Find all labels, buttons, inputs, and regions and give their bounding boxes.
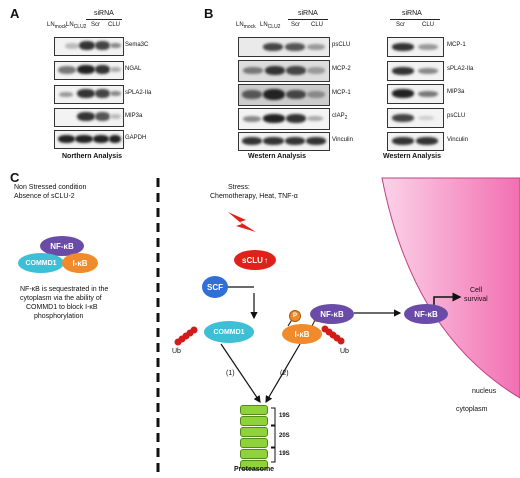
panel-b-lane-3: Scr: [291, 22, 300, 28]
blot-b2-mip3a: [387, 84, 444, 104]
label-a-gapdh: GAPDH: [125, 135, 147, 141]
label-b-ciap2: cIAP2: [332, 113, 348, 122]
label-a-ngal: NGAL: [125, 66, 142, 72]
panel-a-lane-3: Scr: [91, 22, 100, 28]
label-b2-vinculin: Vinculin: [447, 137, 468, 143]
blot-a-gapdh: [54, 130, 124, 149]
blot-a-spla2: [54, 85, 124, 104]
panel-b-lane-1: LNmock: [236, 22, 256, 31]
panel-b-caption: Western Analysis: [248, 153, 306, 160]
panel-a-lane-4: CLU: [108, 22, 121, 28]
label-b2-psclu: psCLU: [447, 113, 466, 119]
up-arrow-icon: ↑: [263, 255, 268, 265]
blot-b-ciap2: [238, 108, 330, 130]
blot-a-mip3a: [54, 108, 124, 127]
panel-a-sirna-label: siRNA: [94, 10, 114, 17]
blot-b-vinculin: [238, 132, 330, 151]
blot-b-mcp1: [238, 84, 330, 106]
cytoplasm-label: cytoplasm: [456, 406, 488, 413]
panel-b-sirna-label: siRNA: [298, 10, 318, 17]
blot-b2-vinculin: [387, 132, 444, 151]
path-label-2: (2): [280, 370, 289, 377]
nucleus-shape: [381, 177, 520, 399]
panel-b2-caption: Western Analysis: [383, 153, 441, 160]
label-b-mcp2: MCP-2: [332, 66, 351, 72]
proteasome-stack: [240, 405, 268, 470]
lightning-icon: [228, 212, 256, 232]
left-text-line-3: COMMD1 to block I-κB: [26, 304, 98, 311]
left-nfkb: NF-κB: [40, 236, 84, 256]
left-text-line-1: NF-κB is sequestrated in the: [20, 286, 109, 293]
cell-survival-1: Cell: [470, 287, 483, 294]
blot-a-sema3c: [54, 37, 124, 56]
blot-b2-mcp1: [387, 37, 444, 57]
panel-b2-lane-1: Scr: [396, 22, 405, 28]
label-b2-mcp1: MCP-1: [447, 42, 466, 48]
path-label-1: (1): [226, 370, 235, 377]
ub-right: Ub: [340, 348, 349, 355]
left-title-2: Absence of sCLU-2: [14, 193, 75, 200]
ikb-node: I-κB: [282, 324, 322, 344]
nucleus-label: nucleus: [472, 388, 497, 395]
blot-a-ngal: [54, 61, 124, 80]
panel-b-lane-2: LNCLU2: [260, 22, 281, 31]
scf-node: SCF: [202, 276, 228, 298]
nfkb-nucleus: NF-κB: [404, 304, 448, 324]
commd1-node: COMMD1: [204, 321, 254, 343]
panel-b-letter: B: [204, 6, 214, 21]
label-b-mcp1: MCP-1: [332, 90, 351, 96]
proteasome-20s: 20S: [279, 433, 290, 439]
nfkb-cytoplasm: NF-κB: [310, 304, 354, 324]
panel-b2-sirna-label: siRNA: [402, 10, 422, 17]
label-b-vinculin: Vinculin: [332, 137, 353, 143]
panel-b2-sirna-line: [390, 19, 440, 20]
left-ikb: I-κB: [62, 253, 98, 273]
left-title-1: Non Stressed condition: [14, 184, 87, 191]
panel-b-lane-4: CLU: [311, 22, 324, 28]
label-b-psclu: psCLU: [332, 42, 351, 48]
left-text-line-4: phosphorylation: [34, 313, 84, 320]
label-b2-spla2: sPLA2-IIa: [447, 66, 474, 72]
phospho-1: P: [289, 310, 301, 322]
panel-a-lane-1: LNmock: [47, 22, 67, 31]
panel-c-letter: C: [10, 170, 20, 185]
proteasome-19s-top: 19S: [279, 413, 290, 419]
label-a-sema3c: Sema3C: [125, 42, 149, 48]
blot-b-psclu: [238, 37, 330, 57]
left-commd1: COMMD1: [18, 253, 64, 273]
proteasome-label: Proteasome: [234, 466, 275, 473]
label-a-mip3a: MIP3a: [125, 113, 143, 119]
panel-b2-lane-2: CLU: [422, 22, 435, 28]
panel-a-letter: A: [10, 6, 20, 21]
cell-survival-2: survival: [464, 296, 488, 303]
blot-b-mcp2: [238, 60, 330, 82]
ub-left: Ub: [172, 348, 181, 355]
label-b2-mip3a: MIP3a: [447, 89, 465, 95]
blot-b2-psclu: [387, 108, 444, 128]
stress-list: Chemotherapy, Heat, TNF-α: [210, 193, 298, 200]
blot-b2-spla2: [387, 61, 444, 81]
stress-title: Stress:: [228, 184, 250, 191]
panel-a-sirna-line: [86, 19, 122, 20]
panel-a-lane-2: LNCLU2: [66, 22, 87, 31]
sclu-node: sCLU↑: [234, 250, 276, 270]
left-text-line-2: cytoplasm via the ability of: [20, 295, 102, 302]
panel-b-sirna-line: [288, 19, 328, 20]
proteasome-19s-bottom: 19S: [279, 451, 290, 457]
panel-a-caption: Northern Analysis: [62, 153, 123, 160]
label-a-spla2: sPLA2-IIa: [125, 90, 152, 96]
